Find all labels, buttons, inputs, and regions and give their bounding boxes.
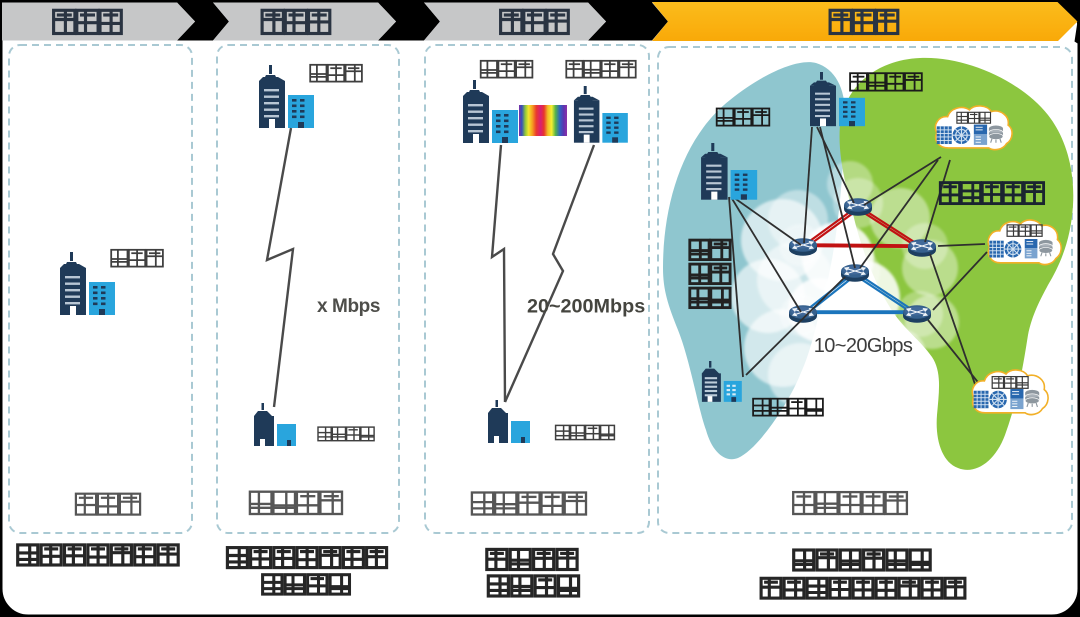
svg-text:10~20Gbps: 10~20Gbps — [814, 335, 913, 357]
svg-text:x Mbps: x Mbps — [317, 296, 380, 317]
svg-text:20~200Mbps: 20~200Mbps — [527, 296, 645, 318]
